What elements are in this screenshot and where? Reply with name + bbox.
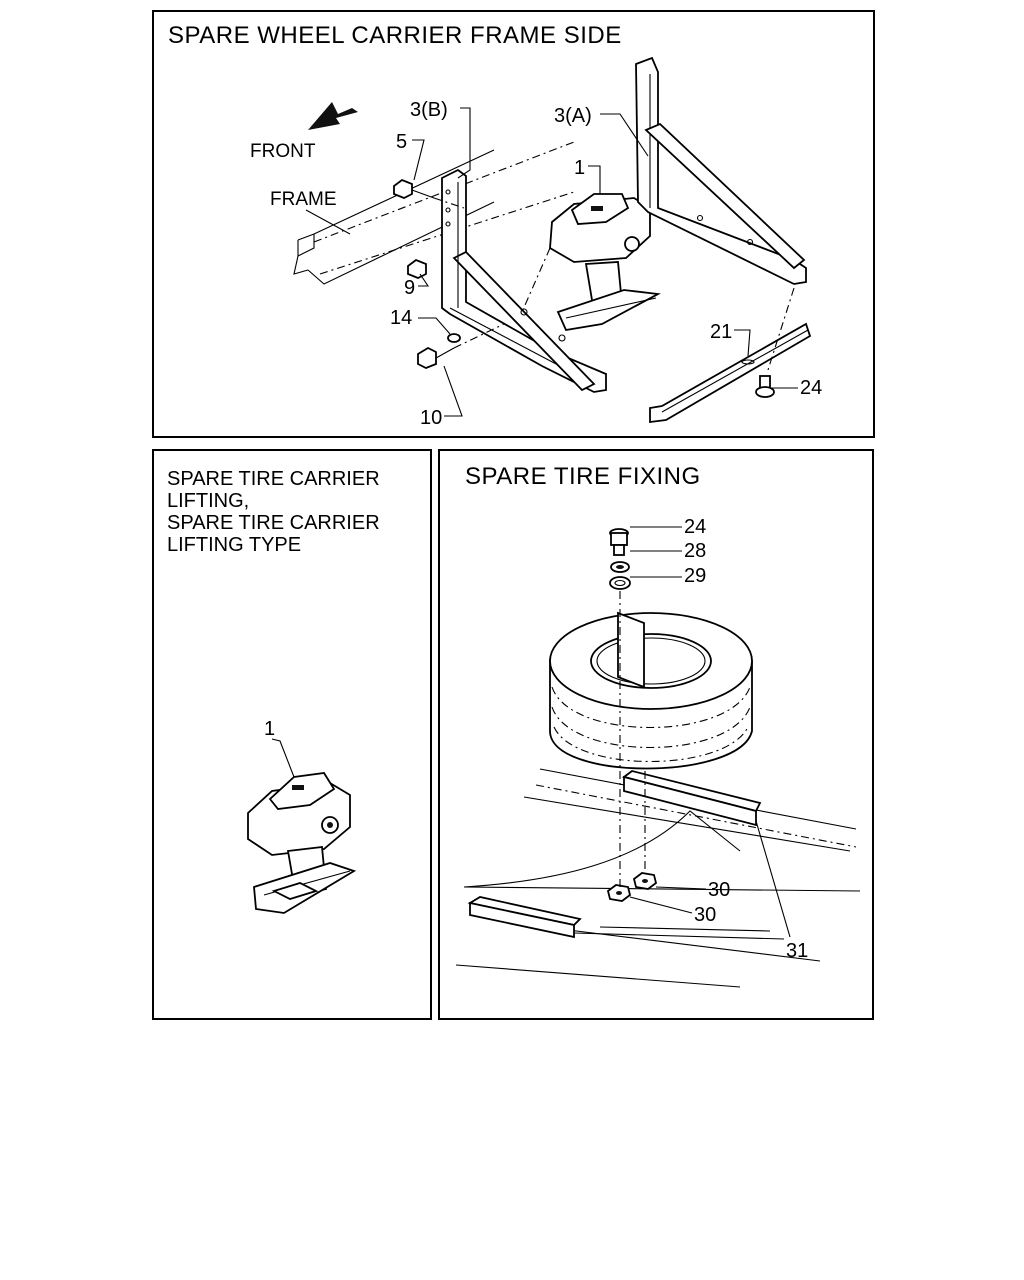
rail-21	[649, 322, 812, 424]
front-arrow-icon	[308, 102, 358, 130]
lifting-drawing: 1	[247, 718, 357, 914]
title-line-4: LIFTING TYPE	[167, 534, 302, 556]
callout-1-lifting: 1	[264, 718, 275, 740]
callout-3a: 3(A)	[554, 105, 592, 127]
nut-9-icon	[407, 258, 427, 279]
bolt-24-icon	[609, 528, 629, 556]
fixing-drawing: 24 28 29 30 30 31	[455, 516, 861, 988]
callout-30-upper: 30	[708, 879, 730, 901]
callout-5: 5	[396, 131, 407, 153]
title-line-2: LIFTING,	[167, 490, 250, 512]
callout-14: 14	[390, 307, 412, 329]
panel-title-lifting: SPARE TIRE CARRIER LIFTING, SPARE TIRE C…	[167, 468, 380, 556]
washer-28-icon	[610, 561, 630, 573]
rail-31-left	[467, 896, 582, 939]
panel-frame-side: SPARE WHEEL CARRIER FRAME SIDE FRONT FRA…	[152, 10, 875, 438]
spare-tire	[549, 611, 753, 770]
panel-fixing: SPARE TIRE FIXING	[438, 449, 874, 1020]
callout-1-top: 1	[574, 157, 585, 179]
carrier-assembly-top	[549, 193, 661, 332]
bracket-3b	[441, 168, 607, 393]
callout-21: 21	[710, 321, 732, 343]
callout-30-lower: 30	[694, 904, 716, 926]
bracket-3a	[635, 56, 807, 285]
callout-29: 29	[684, 565, 706, 587]
callout-28: 28	[684, 540, 706, 562]
title-line-1: SPARE TIRE CARRIER	[167, 468, 380, 490]
callout-10: 10	[420, 407, 442, 429]
frame-side-drawing: FRONT FRAME	[250, 56, 822, 429]
bolt-10-icon	[417, 346, 455, 369]
label-frame: FRAME	[270, 189, 337, 210]
callout-24: 24	[684, 516, 706, 538]
bolt-24-icon	[755, 375, 775, 398]
callout-9: 9	[404, 277, 415, 299]
callout-24-top: 24	[800, 377, 822, 399]
panel-title-fixing: SPARE TIRE FIXING	[465, 463, 701, 490]
label-front: FRONT	[250, 141, 316, 162]
panel-lifting: SPARE TIRE CARRIER LIFTING, SPARE TIRE C…	[152, 449, 432, 1020]
nut-30-upper-icon	[632, 872, 658, 890]
frame-beam	[293, 141, 575, 285]
callout-3b: 3(B)	[410, 99, 448, 121]
callout-31: 31	[786, 940, 808, 962]
washer-14-icon	[447, 333, 461, 343]
frame-rails	[455, 768, 861, 988]
carrier-assembly	[247, 772, 357, 914]
panel-title-frame-side: SPARE WHEEL CARRIER FRAME SIDE	[168, 22, 622, 49]
nut-30-lower-icon	[606, 884, 632, 902]
rail-31-right	[621, 770, 762, 827]
title-line-3: SPARE TIRE CARRIER	[167, 512, 380, 534]
bolt-5-icon	[393, 178, 435, 199]
washer-29-icon	[609, 576, 631, 590]
